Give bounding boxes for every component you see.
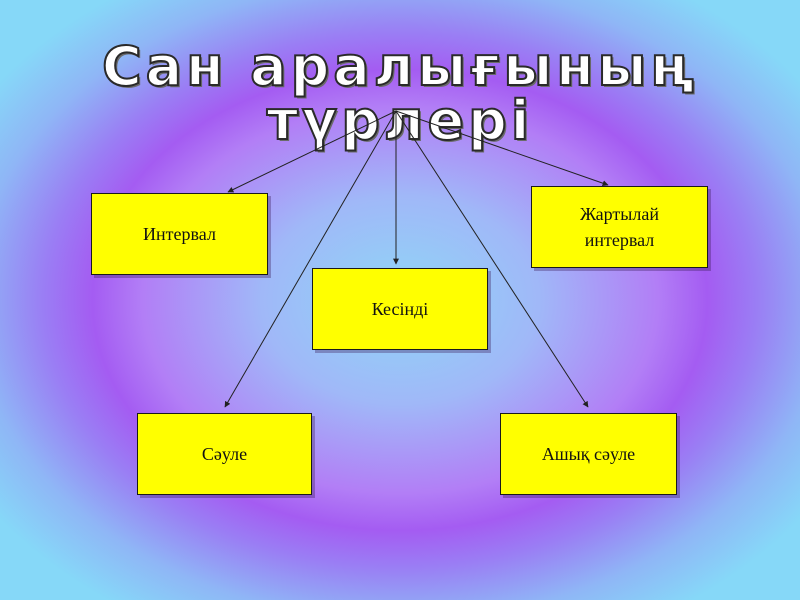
segment-label: Кесінді bbox=[371, 298, 429, 319]
arrow-to-ray bbox=[224, 110, 397, 408]
segment-box: Кесінді bbox=[312, 268, 488, 350]
ray-box: Сәуле bbox=[137, 413, 312, 495]
arrow-to-half-interval bbox=[395, 110, 609, 187]
interval-label: Интервал bbox=[143, 223, 216, 244]
diagram-title: Сан аралығының түрлері bbox=[101, 35, 698, 152]
interval-box: Интервал bbox=[91, 193, 268, 275]
half-interval-label: Жартылай интервал bbox=[580, 203, 659, 250]
open-ray-label: Ашық сәуле bbox=[541, 443, 636, 464]
open-ray-box: Ашық сәуле bbox=[500, 413, 677, 495]
ray-label: Сәуле bbox=[201, 443, 248, 464]
arrow-to-interval bbox=[227, 110, 397, 193]
arrow-to-open-ray bbox=[395, 110, 589, 408]
half-interval-box: Жартылай интервал bbox=[531, 186, 708, 268]
